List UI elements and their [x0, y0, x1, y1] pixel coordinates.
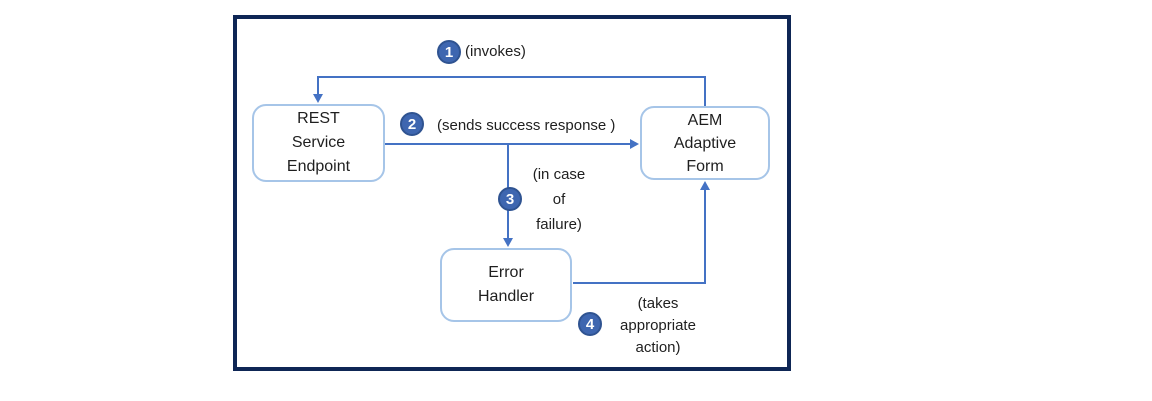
node-label-line: Adaptive [673, 134, 737, 152]
node-error-handler-label: Error Handler [478, 261, 534, 309]
step-3-badge: 3 [498, 187, 522, 211]
node-rest-service-endpoint: REST Service Endpoint [252, 104, 385, 182]
node-label-line: Handler [477, 288, 535, 305]
step-4-label-line: (takes [637, 295, 679, 312]
step-4-label-line: action) [635, 339, 681, 356]
arrowhead-up-icon [700, 181, 710, 190]
arrow-step4-vertical [704, 190, 706, 283]
arrow-step1-horizontal [318, 76, 706, 78]
node-rest-service-endpoint-label: REST Service Endpoint [287, 107, 350, 179]
step-3-label-line: of [552, 191, 566, 208]
step-4-label-line: appropriate [620, 317, 696, 334]
step-2-label: (sends success response ) [437, 117, 616, 134]
step-3-label-line: (in case [532, 166, 586, 183]
arrow-step1-right-vertical [704, 76, 706, 106]
node-label-line: Service [291, 134, 346, 151]
step-1-badge: 1 [437, 40, 461, 64]
arrowhead-down-icon [503, 238, 513, 247]
node-label-line: Error [488, 264, 524, 281]
step-3-label-line: failure) [536, 216, 582, 233]
node-label-line: REST [297, 110, 340, 127]
arrow-step4-horizontal [573, 282, 706, 284]
node-aem-adaptive-form-label: AEM Adaptive Form [674, 109, 736, 178]
step-3-label: (in case of failure) [509, 162, 609, 237]
arrowhead-down-icon [313, 94, 323, 103]
step-4-badge: 4 [578, 312, 602, 336]
node-label-line: AEM [687, 111, 723, 129]
arrow-step1-left-vertical [317, 76, 319, 95]
arrowhead-right-icon [630, 139, 639, 149]
node-aem-adaptive-form: AEM Adaptive Form [640, 106, 770, 180]
step-4-label: (takes appropriate action) [608, 293, 708, 359]
step-1-label: (invokes) [465, 43, 526, 60]
node-error-handler: Error Handler [440, 248, 572, 322]
node-label-line: Endpoint [286, 158, 351, 175]
node-label-line: Form [686, 157, 724, 175]
step-2-badge: 2 [400, 112, 424, 136]
